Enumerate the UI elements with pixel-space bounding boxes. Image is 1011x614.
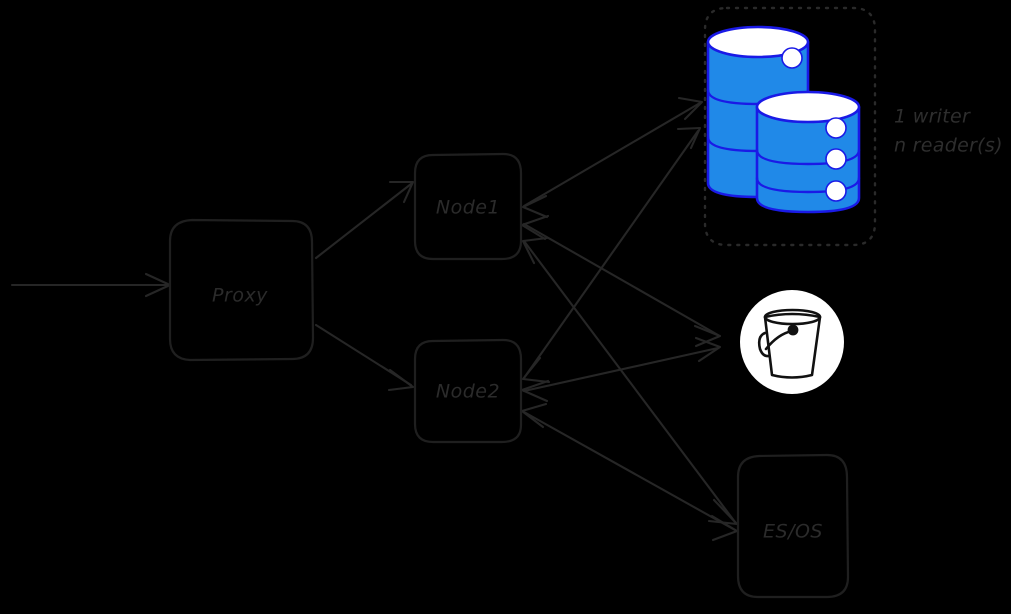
proxy-node[interactable]: Proxy xyxy=(168,218,315,362)
edge-node1-database xyxy=(521,96,704,219)
esos-box[interactable] xyxy=(736,453,850,599)
node2-node[interactable]: Node2 xyxy=(413,338,523,444)
database-cluster-group[interactable] xyxy=(703,6,877,247)
esos-node[interactable]: ES/OS xyxy=(736,453,850,599)
esos-label: ES/OS xyxy=(763,521,823,543)
node1-label: Node1 xyxy=(436,197,500,219)
edge-node2-database xyxy=(521,126,702,384)
bucket-node[interactable] xyxy=(740,290,844,394)
bucket-icon xyxy=(757,308,822,379)
edge-client-to-proxy xyxy=(10,272,172,298)
node1-box[interactable] xyxy=(413,152,523,261)
edge-node1-esos xyxy=(521,236,739,526)
database-group-frame[interactable] xyxy=(703,6,877,247)
edge-node2-esos xyxy=(520,402,739,542)
annotation-reader-line: n reader(s) xyxy=(894,135,1003,157)
edge-proxy-to-node2 xyxy=(314,323,415,392)
edge-node1-bucket xyxy=(520,214,722,348)
node2-box[interactable] xyxy=(413,338,523,444)
database-capacity-annotation: 1 writer n reader(s) xyxy=(894,106,1003,157)
edge-proxy-to-node1 xyxy=(314,180,415,260)
proxy-box[interactable] xyxy=(168,218,315,362)
edge-layer xyxy=(10,96,739,542)
database-cylinder-secondary[interactable] xyxy=(755,90,861,214)
proxy-label: Proxy xyxy=(212,285,268,307)
node2-label: Node2 xyxy=(436,381,500,403)
node1-node[interactable]: Node1 xyxy=(413,152,523,261)
annotation-writer-line: 1 writer xyxy=(894,106,971,128)
